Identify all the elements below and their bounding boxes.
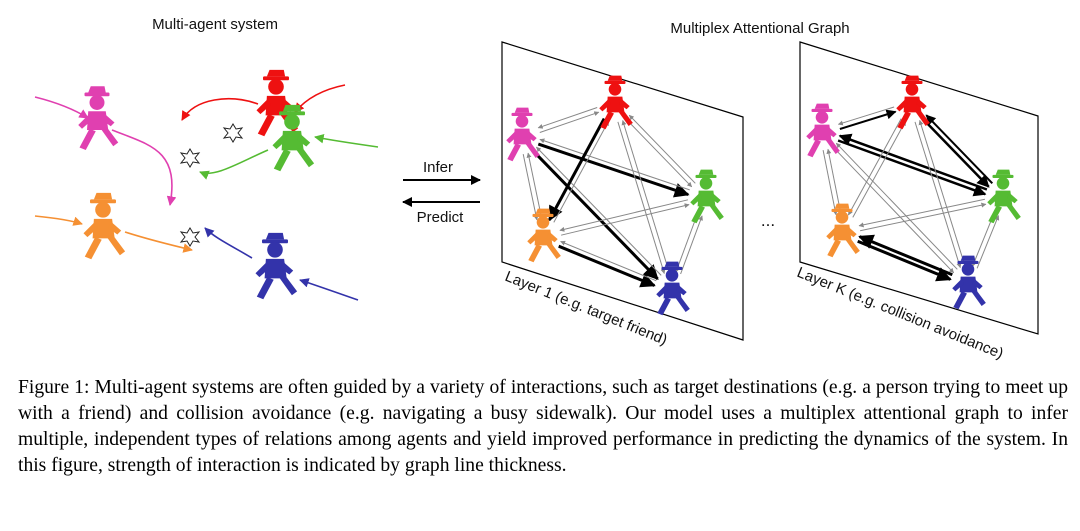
pink-agent-icon	[78, 86, 119, 150]
layer-1-panel: Layer 1 (e.g. target friend)	[501, 41, 744, 349]
infer-predict-arrows: Infer Predict	[402, 159, 481, 226]
graph-edge	[628, 114, 696, 184]
graph-edge	[539, 111, 600, 133]
orange-agent-icon	[826, 203, 860, 258]
caption-text: Multi-agent systems are often guided by …	[18, 377, 1069, 476]
graph-edge	[976, 215, 1000, 269]
collision-star-icon	[179, 227, 201, 247]
pink-future-trajectory	[111, 129, 177, 206]
orange-agent-icon	[527, 208, 561, 263]
graph-edge	[526, 152, 543, 220]
red-agent-icon	[896, 75, 930, 130]
pink-trajectory	[34, 96, 89, 119]
layer-ellipsis: ...	[761, 211, 775, 230]
graph-edge	[832, 146, 955, 274]
collision-star-icon	[179, 148, 201, 168]
green-trajectory	[314, 133, 379, 148]
blue-agent-icon	[656, 261, 690, 316]
graph-edge	[921, 117, 990, 188]
layer-k-plane	[799, 41, 1039, 335]
graph-edge	[680, 215, 703, 275]
pink-agent-icon	[806, 103, 840, 158]
graph-edge	[858, 234, 953, 277]
blue-trajectory	[299, 278, 359, 301]
graph-edge	[522, 153, 539, 221]
red-agent-icon	[599, 75, 633, 130]
graph-edge	[531, 149, 659, 280]
graph-edge	[548, 117, 606, 222]
graph-edge	[537, 107, 598, 129]
graph-edge	[918, 119, 966, 267]
graph-edge	[914, 121, 962, 269]
graph-edge	[822, 150, 838, 216]
graph-edge	[835, 142, 958, 270]
red-trajectory	[294, 84, 346, 113]
graph-edge	[675, 213, 698, 273]
blue-future-trajectory	[204, 227, 253, 259]
graph-edge	[537, 142, 690, 198]
figure-caption: Figure 1: Multi-agent systems are often …	[18, 375, 1068, 479]
graph-edge	[553, 120, 610, 223]
graph-edge	[859, 202, 987, 232]
graph-edge	[847, 118, 902, 216]
green-agent-icon	[690, 169, 724, 224]
caption-label: Figure 1:	[18, 377, 90, 398]
graph-edge	[625, 118, 693, 188]
red-future-trajectory	[181, 98, 259, 121]
graph-edge	[536, 146, 662, 276]
layer-k-panel: Layer K (e.g. collision avoidance)	[795, 41, 1039, 362]
collision-star-icon	[222, 123, 244, 143]
pink-agent-icon	[506, 107, 540, 162]
graph-edge	[617, 121, 666, 274]
infer-label: Infer	[423, 159, 453, 176]
graph-edge	[858, 198, 986, 228]
layer-1-plane	[501, 41, 744, 341]
left-title: Multi-agent system	[152, 16, 278, 33]
green-agent-icon	[987, 169, 1021, 224]
graph-edge	[838, 133, 988, 191]
multi-agent-panel	[34, 69, 379, 301]
green-future-trajectory	[199, 149, 269, 180]
graph-edge	[852, 120, 907, 218]
graph-edge	[837, 106, 895, 126]
blue-agent-icon	[255, 232, 298, 300]
green-agent-icon	[272, 104, 315, 172]
orange-trajectory	[34, 215, 83, 226]
graph-edge	[971, 213, 995, 267]
predict-label: Predict	[417, 209, 465, 226]
graph-edge	[560, 203, 690, 236]
blue-agent-icon	[952, 255, 986, 310]
orange-agent-icon	[83, 192, 126, 260]
graph-edge	[621, 120, 670, 273]
graph-edge	[558, 244, 656, 288]
orange-future-trajectory	[124, 231, 193, 253]
graph-edge	[559, 199, 689, 232]
graph-edge	[826, 148, 842, 214]
graph-edge	[839, 109, 897, 130]
graph-edge	[925, 114, 994, 184]
right-title: Multiplex Attentional Graph	[670, 20, 849, 37]
figure-diagram: Multi-agent system Multiplex Attentional…	[34, 16, 1039, 362]
graph-edge	[560, 240, 657, 282]
graph-edge	[837, 139, 987, 197]
graph-edge	[539, 138, 690, 191]
